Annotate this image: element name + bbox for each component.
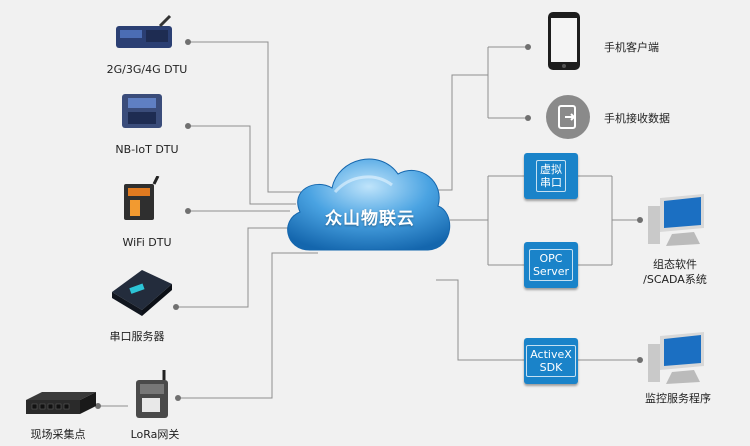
network-switch-icon [22, 392, 98, 420]
device-label-wifi: WiFi DTU [92, 236, 202, 249]
virtual-serial-box: 虚拟 串口 [524, 153, 578, 199]
device-label-serial: 串口服务器 [92, 330, 182, 343]
field-label: 现场采集点 [18, 428, 98, 441]
phone-receive-icon [544, 93, 592, 141]
opc-line2: Server [533, 265, 569, 278]
connector-monitor [436, 280, 524, 360]
wifi-dtu-icon [118, 176, 164, 224]
smartphone-icon [546, 10, 582, 72]
virtual-serial-line1: 虚拟 [540, 163, 562, 176]
computer-icon [646, 330, 708, 388]
lora-gateway-icon [130, 370, 176, 422]
device-label-lora: LoRa网关 [118, 428, 192, 441]
computer-icon [646, 192, 708, 250]
activex-line2: SDK [530, 361, 572, 374]
device-label-cellular: 2G/3G/4G DTU [92, 63, 202, 76]
serial-server-icon [106, 262, 176, 318]
device-label-nbiot: NB-IoT DTU [92, 143, 202, 156]
cellular-dtu-icon [112, 14, 178, 54]
nbiot-dtu-icon [116, 88, 172, 134]
activex-line1: ActiveX [530, 348, 572, 361]
activex-sdk-box: ActiveX SDK [524, 338, 578, 384]
scada-label-1: 组态软件 [630, 258, 720, 271]
cloud-label: 众山物联云 [300, 204, 440, 229]
opc-line1: OPC [533, 252, 569, 265]
phone-client-label: 手机客户端 [604, 41, 684, 54]
virtual-serial-line2: 串口 [540, 176, 562, 189]
monitor-label: 监控服务程序 [630, 392, 726, 405]
phone-receive-label: 手机接收数据 [604, 112, 694, 125]
opc-server-box: OPC Server [524, 242, 578, 288]
scada-label-2: /SCADA系统 [630, 273, 720, 286]
